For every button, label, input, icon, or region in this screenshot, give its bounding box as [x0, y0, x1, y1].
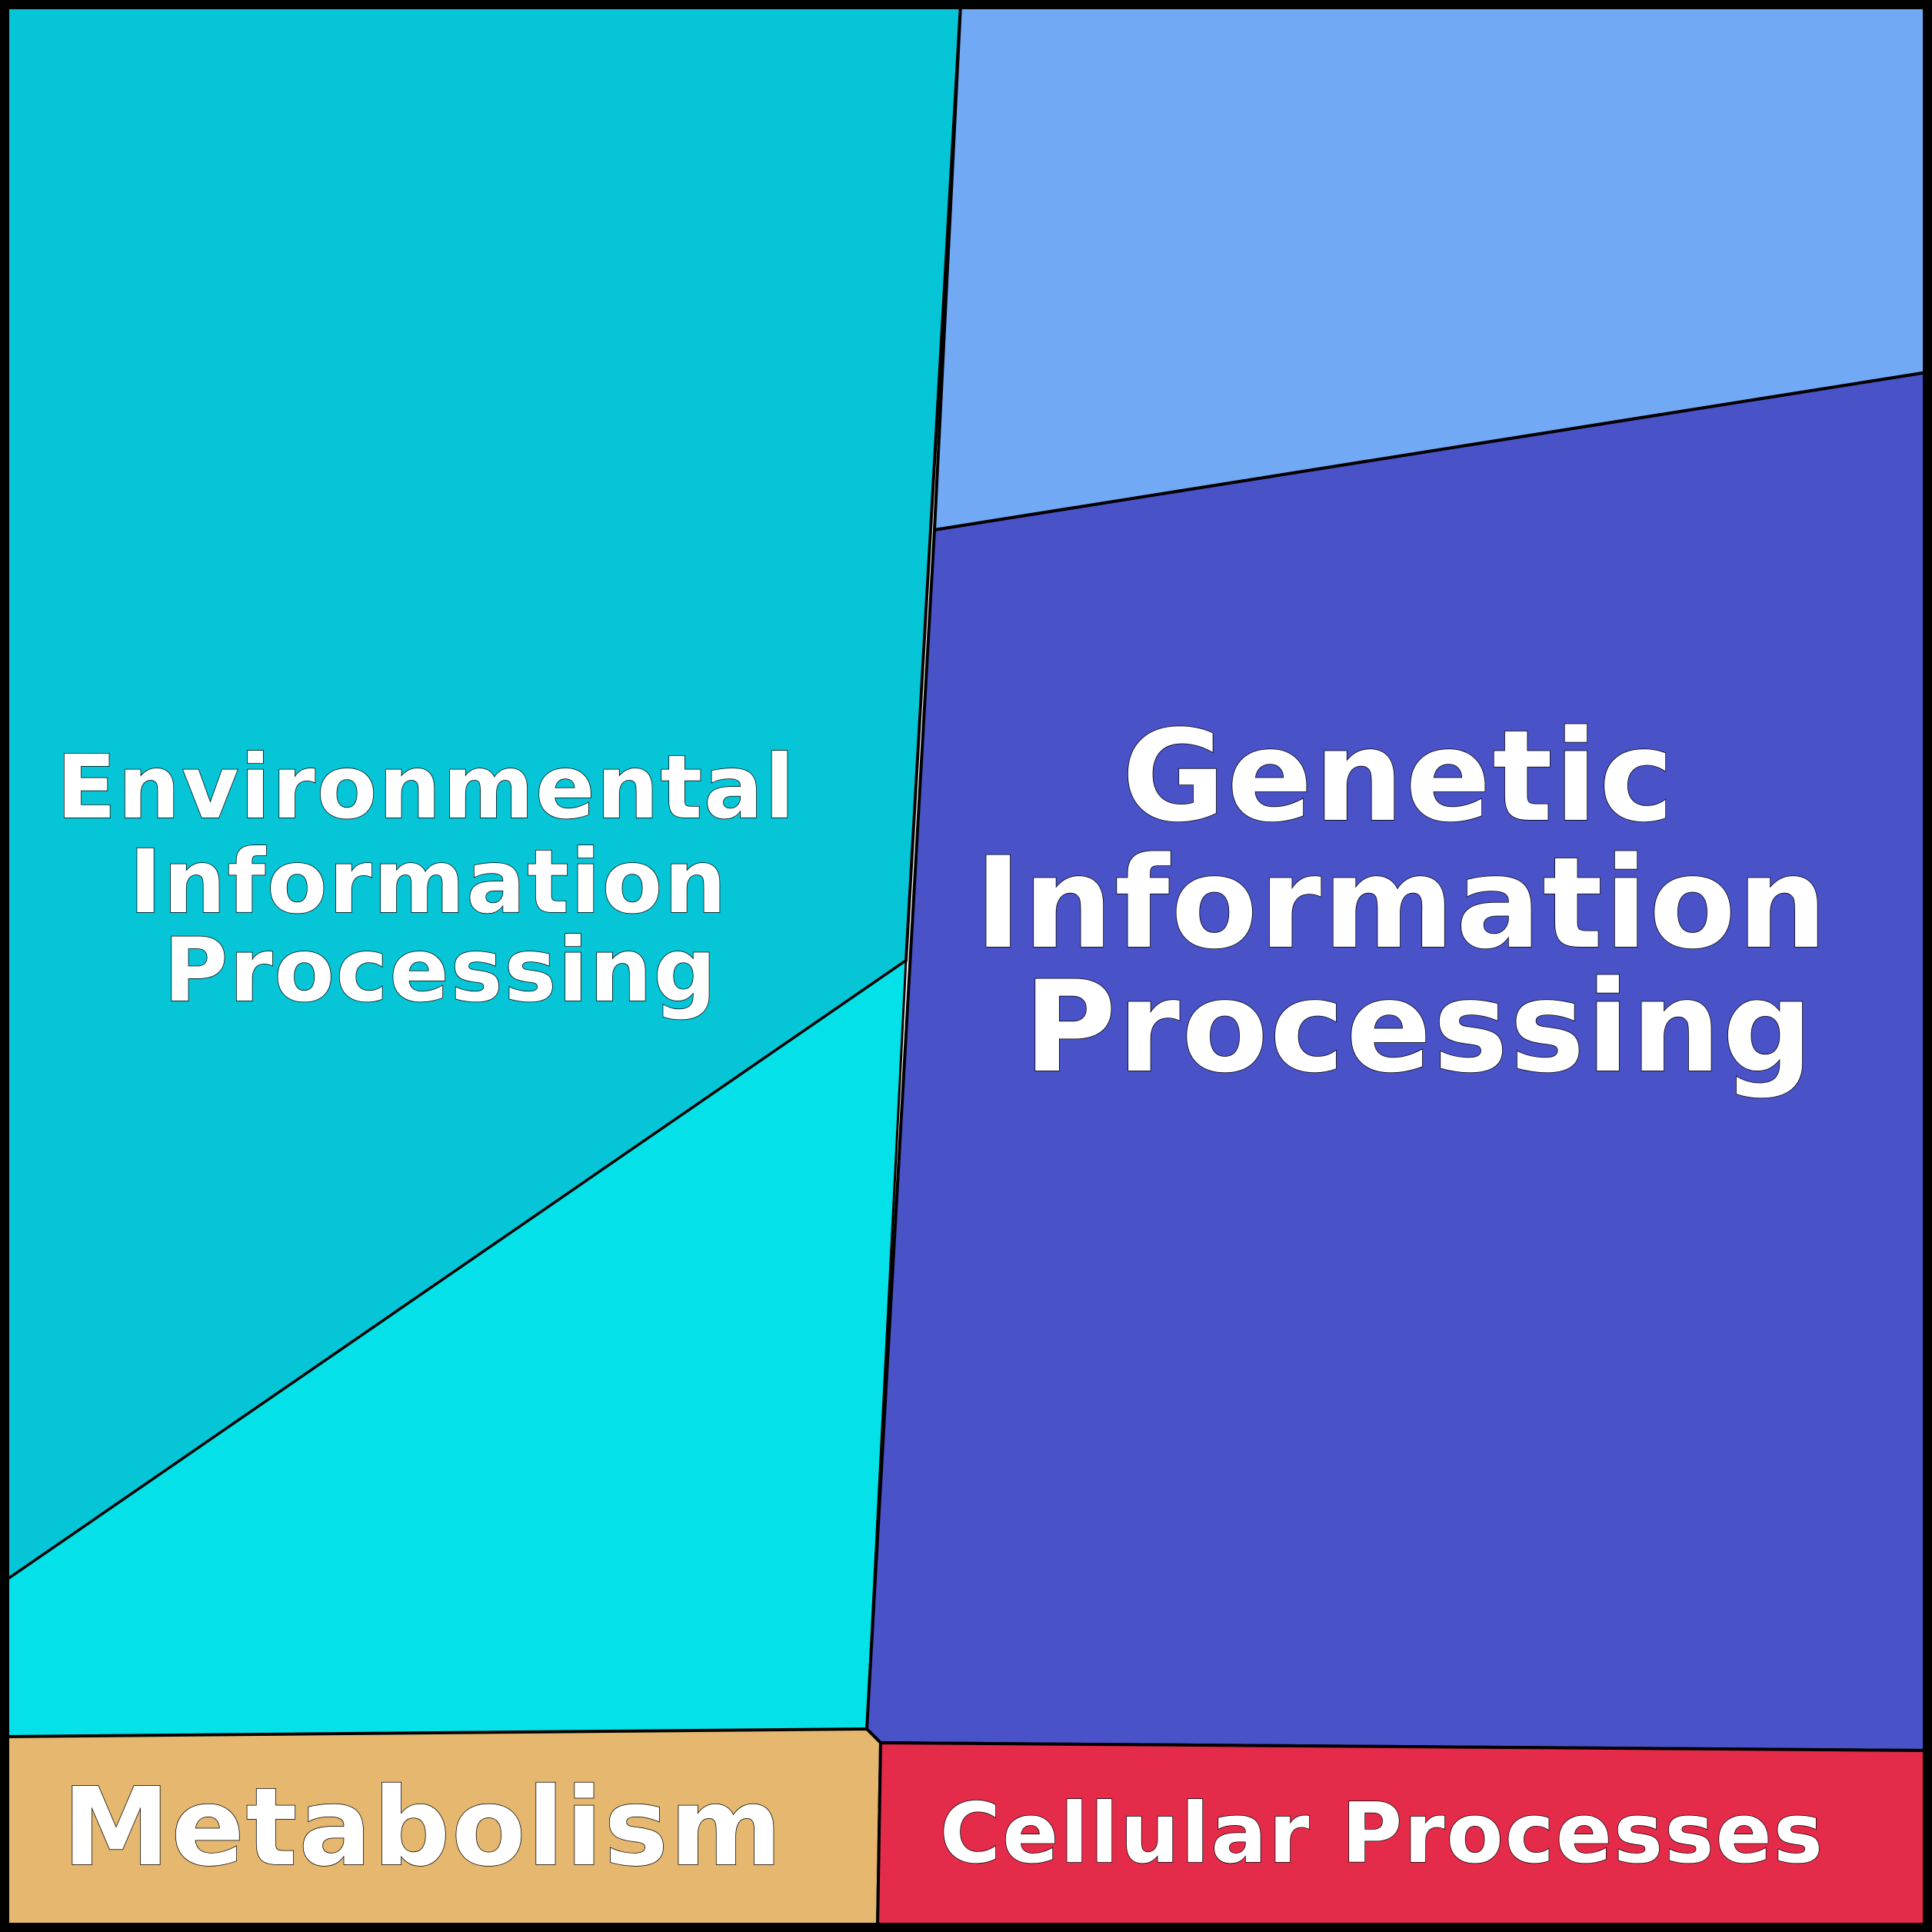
label-line: Information	[974, 830, 1828, 977]
label-line: Cellular Processes	[940, 1786, 1824, 1882]
label-environmental-information-processing: Environmental Information Processing	[56, 736, 828, 1021]
label-line: Genetic	[1122, 703, 1676, 850]
label-line: Processing	[1024, 954, 1814, 1101]
label-line: Information	[129, 831, 728, 933]
label-line: Processing	[164, 919, 718, 1021]
label-line: Environmental	[56, 736, 796, 838]
label-line: Metabolism	[62, 1765, 783, 1890]
label-metabolism: Metabolism	[62, 1765, 783, 1890]
label-genetic-information-processing: Genetic Information Processing	[974, 703, 1874, 1101]
label-cellular-processes: Cellular Processes	[940, 1786, 1824, 1882]
